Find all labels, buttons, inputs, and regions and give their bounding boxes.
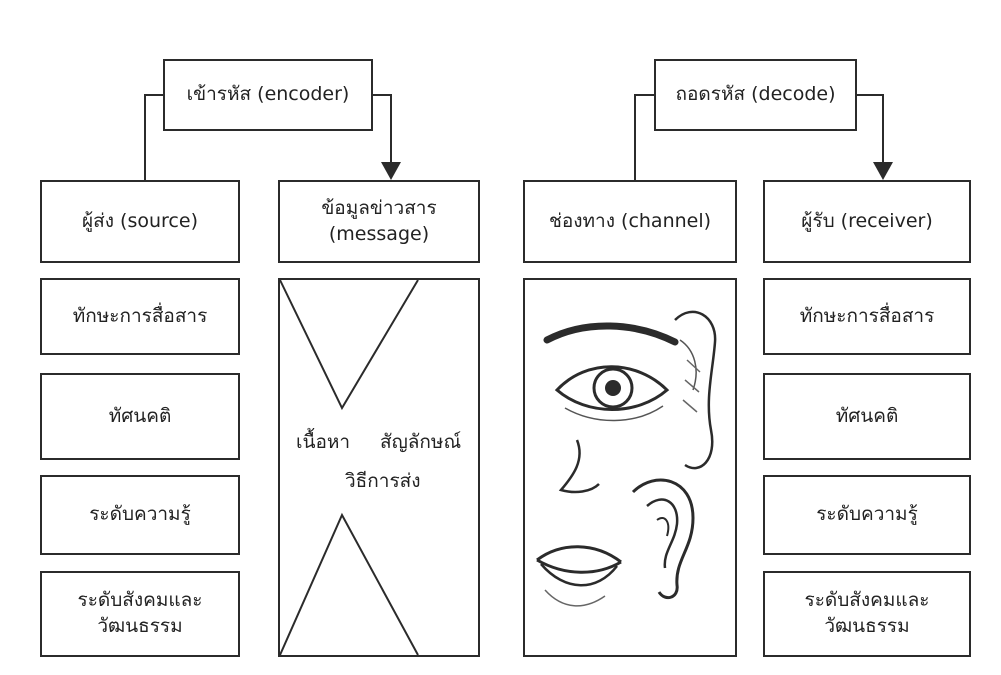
message-content-bottom: วิธีการส่ง (345, 470, 421, 492)
receiver-item-attitude: ทัศนคติ (763, 373, 971, 460)
channel-header-box: ช่องทาง (channel) (523, 180, 737, 263)
decoder-right-connector-h (856, 94, 884, 96)
source-item-social-culture: ระดับสังคมและ วัฒนธรรม (40, 571, 240, 657)
encoder-right-connector-h (372, 94, 392, 96)
decoder-label: ถอดรหัส (decode) (675, 83, 836, 106)
decoder-right-connector-v (882, 94, 884, 164)
decoder-left-connector-h (634, 94, 655, 96)
decoder-arrowhead-icon (873, 162, 893, 180)
source-item-communication-skills: ทักษะการสื่อสาร (40, 278, 240, 355)
face-senses-illustration-icon (536, 310, 717, 607)
source-item-attitude: ทัศนคติ (40, 373, 240, 460)
encoder-right-connector-v (390, 94, 392, 164)
receiver-item-social-culture: ระดับสังคมและ วัฒนธรรม (763, 571, 971, 657)
receiver-header: ผู้รับ (receiver) (801, 209, 933, 232)
message-header-box: ข้อมูลข่าวสาร (message) (278, 180, 480, 263)
message-content-right: สัญลักษณ์ (380, 431, 462, 453)
receiver-item-communication-skills: ทักษะการสื่อสาร (763, 278, 971, 355)
message-content-box (278, 278, 480, 657)
message-content-left: เนื้อหา (296, 431, 351, 453)
encoder-box: เข้ารหัส (encoder) (163, 59, 373, 131)
receiver-item-knowledge-level: ระดับความรู้ (763, 475, 971, 555)
channel-header: ช่องทาง (channel) (548, 209, 712, 232)
encoder-left-connector-h (144, 94, 164, 96)
decoder-box: ถอดรหัส (decode) (654, 59, 857, 131)
decoder-left-connector-v (634, 94, 636, 180)
encoder-label: เข้ารหัส (encoder) (186, 83, 350, 106)
receiver-header-box: ผู้รับ (receiver) (763, 180, 971, 263)
encoder-left-connector-v (144, 94, 146, 180)
source-header-box: ผู้ส่ง (source) (40, 180, 240, 263)
source-header: ผู้ส่ง (source) (82, 209, 198, 232)
source-item-knowledge-level: ระดับความรู้ (40, 475, 240, 555)
message-m-shapes (279, 279, 419, 656)
encoder-arrowhead-icon (381, 162, 401, 180)
